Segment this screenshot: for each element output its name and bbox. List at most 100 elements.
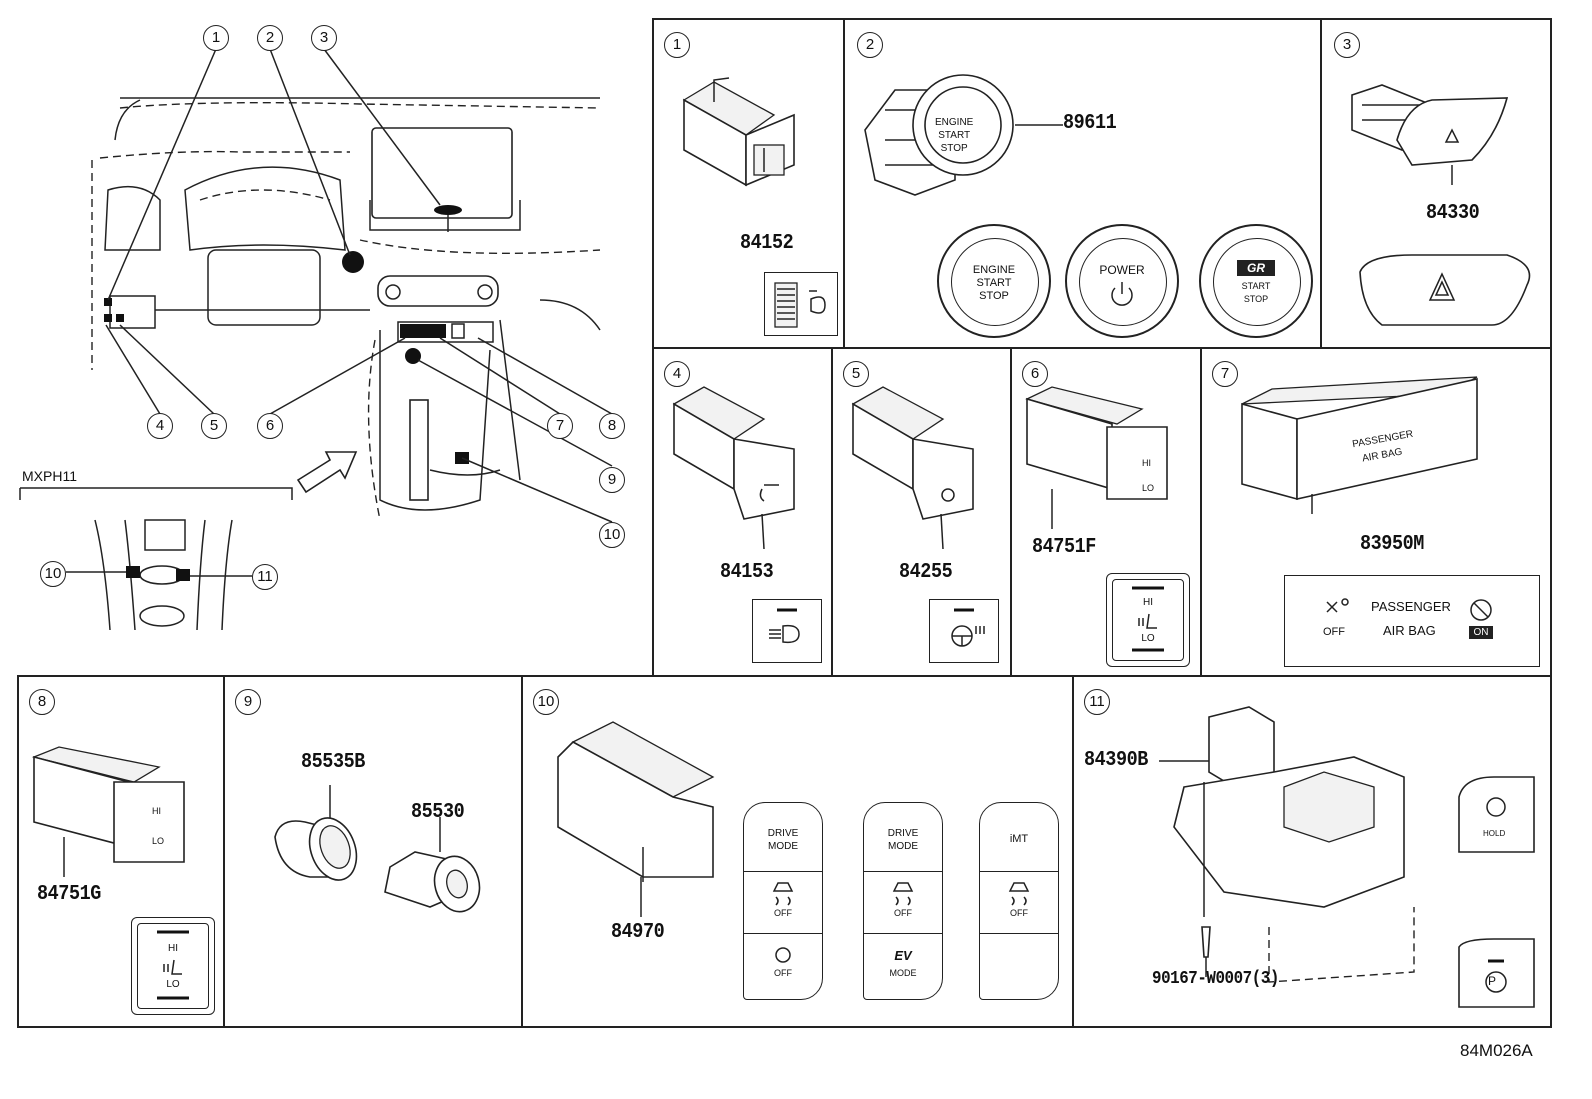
imt-label: iMT	[1009, 833, 1029, 845]
dm2-bottom-label: MODE	[889, 968, 917, 978]
gr-logo-icon: GR	[1237, 260, 1275, 276]
diagram-code: 84M026A	[1460, 1041, 1533, 1060]
dm1-top-line-2: MODE	[768, 841, 798, 852]
engine-line-1: ENGINE	[972, 264, 1016, 276]
engine-line-2: START	[976, 277, 1012, 289]
panel-6-number: 6	[1022, 361, 1048, 387]
callout-6: 6	[257, 413, 283, 439]
callout-10: 10	[599, 522, 625, 548]
panel-3-number: 3	[1334, 32, 1360, 58]
callout-3: 3	[311, 25, 337, 51]
panel-4: 4 84153	[652, 347, 833, 677]
face-hi-label: HI	[168, 943, 178, 954]
gr-line-2: STOP	[1243, 294, 1269, 304]
part-number-90167-W0007: 90167-W0007(3)	[1152, 969, 1279, 989]
drive-mode-panel-1: DRIVE MODE OFF OFF	[743, 802, 823, 1000]
part-number-85530: 85530	[411, 801, 465, 824]
part-number-84152: 84152	[740, 232, 794, 255]
seat-occupant-icon	[1326, 598, 1492, 621]
face-off-label: OFF	[1323, 626, 1345, 638]
panel-3: 3 84330	[1320, 18, 1552, 349]
engine-line-3: STOP	[979, 290, 1009, 302]
icon-box-headlight-leveler	[764, 272, 838, 336]
face-airbag-label: AIR BAG	[1383, 623, 1436, 638]
part-number-85535B: 85535B	[301, 751, 365, 774]
panel-8: 8 HI LO 84751G HI LO	[17, 675, 225, 1028]
panel-9-number: 9	[235, 689, 261, 715]
panel-1: 1 84152	[652, 18, 845, 349]
power-button: POWER	[1065, 224, 1179, 338]
power-outlet-drawing	[274, 785, 481, 913]
engine-start-stop-button: ENGINE START STOP	[937, 224, 1051, 338]
part-number-84751G: 84751G	[37, 883, 101, 906]
dm1-top-line-1: DRIVE	[767, 828, 799, 839]
panel-7-number: 7	[1212, 361, 1238, 387]
panel-9: 9 85535B 85530	[223, 675, 523, 1028]
switch-lo-label: LO	[1142, 483, 1155, 493]
inset-callout-10: 10	[40, 561, 66, 587]
panel-7: 7 PASSENGER AIR BAG 83950M OFF PASSENGER…	[1200, 347, 1552, 677]
traction-control-icon	[1008, 882, 1030, 906]
part-number-89611: 89611	[1063, 112, 1117, 135]
imt-mid-label: OFF	[1010, 908, 1028, 918]
callout-1: 1	[203, 25, 229, 51]
traction-control-icon	[772, 882, 794, 963]
dm2-top-line-2: MODE	[888, 841, 918, 852]
face-on-label: ON	[1469, 626, 1493, 639]
panel-4-number: 4	[664, 361, 690, 387]
callout-2: 2	[257, 25, 283, 51]
parking-p-label: P	[1488, 974, 1497, 988]
panel-5-number: 5	[843, 361, 869, 387]
dashboard-drawing	[19, 48, 613, 631]
part-number-84970: 84970	[611, 921, 665, 944]
face-hi-label: HI	[1143, 597, 1153, 608]
drive-mode-panel-2: DRIVE MODE OFF EV MODE	[863, 802, 943, 1000]
switch-84751G-drawing	[31, 746, 185, 877]
dm1-bottom-label: OFF	[774, 968, 792, 978]
engine-start-stop-label: ENGINE START STOP	[939, 264, 1049, 303]
dm2-top-label: DRIVE MODE	[864, 827, 942, 853]
switch-hi-label: HI	[1142, 458, 1151, 468]
part-number-84751F: 84751F	[1032, 536, 1096, 559]
traction-control-icon	[892, 882, 914, 906]
seat-heater-icon	[1132, 586, 1164, 652]
ev-logo-icon: EV	[894, 948, 912, 963]
face-lo-label: LO	[1141, 633, 1155, 644]
switch-84751F-drawing	[1025, 386, 1168, 529]
power-icon	[1111, 282, 1133, 306]
dm2-top-line-1: DRIVE	[887, 828, 919, 839]
dm1-mid-label: OFF	[774, 908, 792, 918]
inset-callout-11: 11	[252, 564, 278, 590]
dm1-top-label: DRIVE MODE	[744, 827, 822, 853]
model-label: MXPH11	[22, 468, 77, 484]
airbag-indicator-face: OFF PASSENGER AIR BAG ON	[1284, 575, 1540, 667]
icon-box-heated-steering	[929, 599, 999, 663]
panel-11-number: 11	[1084, 689, 1110, 715]
imt-panel: iMT OFF	[979, 802, 1059, 1000]
headlight-leveler-icon	[774, 282, 826, 328]
panel-2-number: 2	[857, 32, 883, 58]
part-number-84255: 84255	[899, 561, 953, 584]
hold-label: HOLD	[1483, 829, 1506, 838]
callout-9: 9	[599, 467, 625, 493]
callout-4: 4	[147, 413, 173, 439]
seat-heater-switch-face: HI LO	[1106, 573, 1190, 667]
icon-box-fog-light	[752, 599, 822, 663]
power-label: POWER	[1099, 263, 1145, 277]
callout-5: 5	[201, 413, 227, 439]
switch-84153-drawing	[672, 386, 795, 550]
panel-8-number: 8	[29, 689, 55, 715]
switch-84255-drawing	[851, 386, 974, 550]
hazard-switch-drawing	[1351, 84, 1531, 326]
part-number-84330: 84330	[1426, 202, 1480, 225]
heated-steering-icon	[951, 608, 985, 647]
gr-start-stop-button: GR START STOP	[1199, 224, 1313, 338]
switch-lo-label: LO	[152, 836, 165, 846]
gr-start-stop-label: START STOP	[1201, 280, 1311, 306]
seat-heater-switch-face: HI LO	[131, 917, 215, 1015]
dm2-mid-label: OFF	[894, 908, 912, 918]
switch-hi-label: HI	[152, 806, 161, 816]
